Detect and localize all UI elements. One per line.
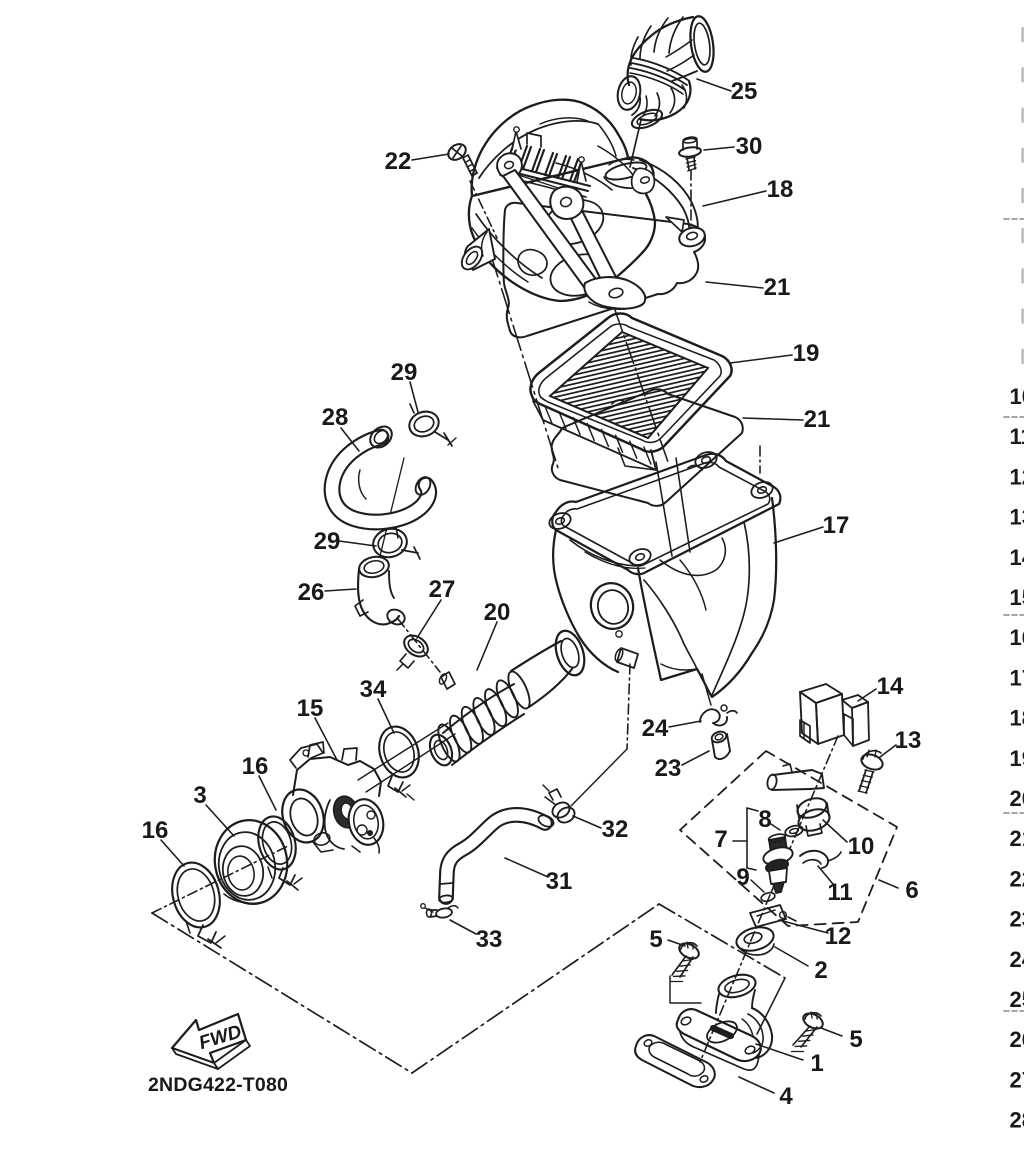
svg-text:16: 16 bbox=[1010, 625, 1024, 650]
svg-text:18: 18 bbox=[1010, 706, 1024, 731]
svg-text:16: 16 bbox=[142, 817, 169, 844]
svg-text:4: 4 bbox=[779, 1083, 793, 1110]
svg-text:16: 16 bbox=[242, 753, 269, 780]
svg-text:29: 29 bbox=[314, 528, 341, 555]
svg-text:23: 23 bbox=[655, 755, 682, 782]
svg-text:2NDG422-T080: 2NDG422-T080 bbox=[148, 1074, 288, 1096]
svg-text:27: 27 bbox=[1010, 1067, 1024, 1092]
svg-text:17: 17 bbox=[1010, 665, 1024, 690]
svg-text:7: 7 bbox=[714, 826, 727, 853]
svg-text:29: 29 bbox=[391, 359, 418, 386]
svg-text:20: 20 bbox=[1010, 786, 1024, 811]
svg-text:29: 29 bbox=[1010, 1148, 1024, 1152]
svg-text:2: 2 bbox=[814, 957, 827, 984]
svg-text:3: 3 bbox=[193, 782, 206, 809]
svg-text:24: 24 bbox=[642, 715, 669, 742]
svg-text:31: 31 bbox=[546, 868, 573, 895]
svg-text:25: 25 bbox=[1010, 987, 1024, 1012]
svg-text:1: 1 bbox=[810, 1050, 823, 1077]
svg-text:6: 6 bbox=[905, 877, 918, 904]
svg-text:26: 26 bbox=[298, 579, 325, 606]
svg-text:10: 10 bbox=[848, 833, 875, 860]
svg-text:28: 28 bbox=[1010, 1108, 1024, 1133]
svg-text:28: 28 bbox=[322, 404, 349, 431]
svg-text:32: 32 bbox=[602, 816, 629, 843]
svg-text:10: 10 bbox=[1010, 384, 1024, 409]
svg-text:33: 33 bbox=[476, 926, 503, 953]
svg-text:15: 15 bbox=[297, 695, 324, 722]
svg-text:21: 21 bbox=[1010, 826, 1024, 851]
svg-text:22: 22 bbox=[385, 148, 412, 175]
svg-text:17: 17 bbox=[823, 512, 850, 539]
svg-text:26: 26 bbox=[1010, 1027, 1024, 1052]
svg-text:13: 13 bbox=[1010, 505, 1024, 530]
svg-text:11: 11 bbox=[827, 879, 852, 906]
svg-text:19: 19 bbox=[1010, 746, 1024, 771]
svg-text:34: 34 bbox=[360, 676, 387, 703]
svg-text:19: 19 bbox=[793, 340, 820, 367]
svg-text:12: 12 bbox=[1010, 464, 1024, 489]
svg-text:21: 21 bbox=[764, 274, 791, 301]
svg-text:27: 27 bbox=[429, 576, 456, 603]
svg-text:11: 11 bbox=[1010, 424, 1024, 449]
svg-text:22: 22 bbox=[1010, 866, 1024, 891]
svg-text:14: 14 bbox=[877, 673, 904, 700]
svg-text:18: 18 bbox=[767, 176, 794, 203]
svg-text:14: 14 bbox=[1010, 545, 1024, 570]
svg-text:9: 9 bbox=[736, 864, 749, 891]
svg-text:30: 30 bbox=[736, 133, 763, 160]
svg-text:5: 5 bbox=[849, 1026, 862, 1053]
svg-text:5: 5 bbox=[649, 926, 662, 953]
svg-text:15: 15 bbox=[1010, 585, 1024, 610]
svg-text:20: 20 bbox=[484, 599, 511, 626]
svg-text:25: 25 bbox=[731, 78, 758, 105]
svg-text:23: 23 bbox=[1010, 907, 1024, 932]
svg-text:12: 12 bbox=[825, 923, 852, 950]
svg-text:13: 13 bbox=[895, 727, 922, 754]
svg-text:8: 8 bbox=[758, 806, 771, 833]
svg-text:21: 21 bbox=[804, 406, 831, 433]
svg-text:24: 24 bbox=[1010, 947, 1024, 972]
